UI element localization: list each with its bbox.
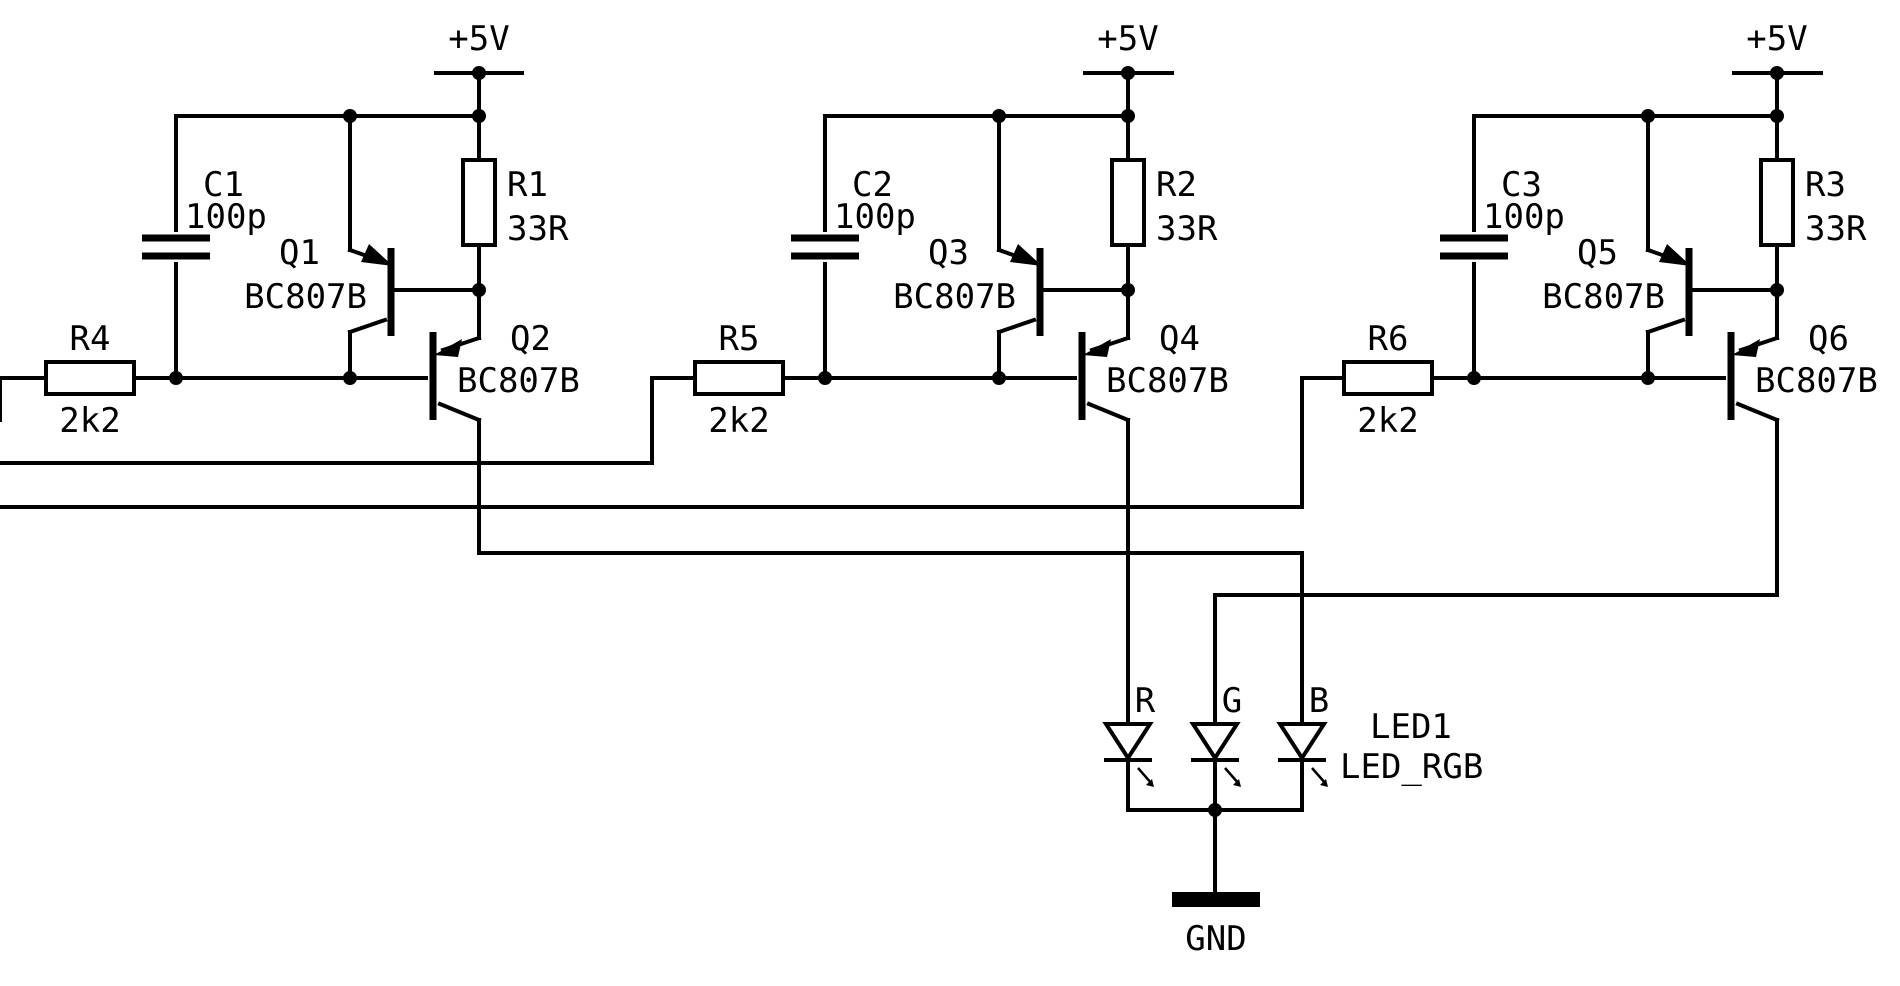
res-top-ref: R1 [507, 165, 548, 205]
q-main-part: BC807B [1106, 361, 1229, 401]
q-main-part: BC807B [1755, 361, 1878, 401]
cap-value: 100p [185, 197, 267, 237]
res-in-value: 2k2 [708, 401, 769, 441]
ground-label: GND [1185, 919, 1246, 959]
cap-value: 100p [834, 197, 916, 237]
res-top-ref: R3 [1805, 165, 1846, 205]
led-pin-r: R [1135, 681, 1156, 721]
res-in-ref: R5 [719, 319, 760, 359]
labels: +5V C1 100p R1 33R Q1 BC807B Q2 BC807B R… [59, 19, 1878, 959]
resistor-top [461, 158, 497, 247]
resistor-input [693, 360, 785, 396]
stage-3 [1300, 66, 1823, 597]
led-blue [1276, 722, 1328, 812]
resistor-top [1110, 158, 1146, 247]
cap-value: 100p [1483, 197, 1565, 237]
q-small-ref: Q3 [928, 233, 969, 273]
q-small-part: BC807B [1542, 277, 1665, 317]
led-ref: LED1 [1370, 707, 1452, 747]
cap-ref: C1 [203, 165, 244, 205]
led-green [1189, 722, 1241, 812]
res-in-value: 2k2 [59, 401, 120, 441]
res-top-value: 33R [1805, 209, 1867, 249]
q-small-part: BC807B [893, 277, 1016, 317]
interconnect-wires [0, 418, 1779, 722]
stage-1 [0, 66, 524, 555]
led-red [1102, 722, 1154, 812]
cap-ref: C2 [852, 165, 893, 205]
cap-ref: C3 [1501, 165, 1542, 205]
res-in-ref: R6 [1368, 319, 1409, 359]
resistor-top [1759, 158, 1795, 247]
ground-symbol [1172, 892, 1260, 907]
q-small-ref: Q5 [1577, 233, 1618, 273]
stage-2 [650, 66, 1174, 465]
resistor-input [44, 360, 136, 396]
q-main-ref: Q2 [510, 319, 551, 359]
q-main-ref: Q4 [1159, 319, 1200, 359]
q-small-part: BC807B [244, 277, 367, 317]
q-small-ref: Q1 [279, 233, 320, 273]
q-main-part: BC807B [457, 361, 580, 401]
led-pin-g: G [1222, 681, 1242, 721]
res-in-value: 2k2 [1357, 401, 1418, 441]
supply-label: +5V [1746, 19, 1807, 59]
supply-label: +5V [448, 19, 509, 59]
rgb-led [1102, 722, 1328, 894]
res-top-ref: R2 [1156, 165, 1197, 205]
led-part: LED_RGB [1340, 747, 1483, 787]
res-in-ref: R4 [70, 319, 111, 359]
res-top-value: 33R [507, 209, 569, 249]
q-main-ref: Q6 [1808, 319, 1849, 359]
led-pin-b: B [1309, 681, 1329, 721]
resistor-input [1342, 360, 1434, 396]
supply-label: +5V [1097, 19, 1158, 59]
res-top-value: 33R [1156, 209, 1218, 249]
